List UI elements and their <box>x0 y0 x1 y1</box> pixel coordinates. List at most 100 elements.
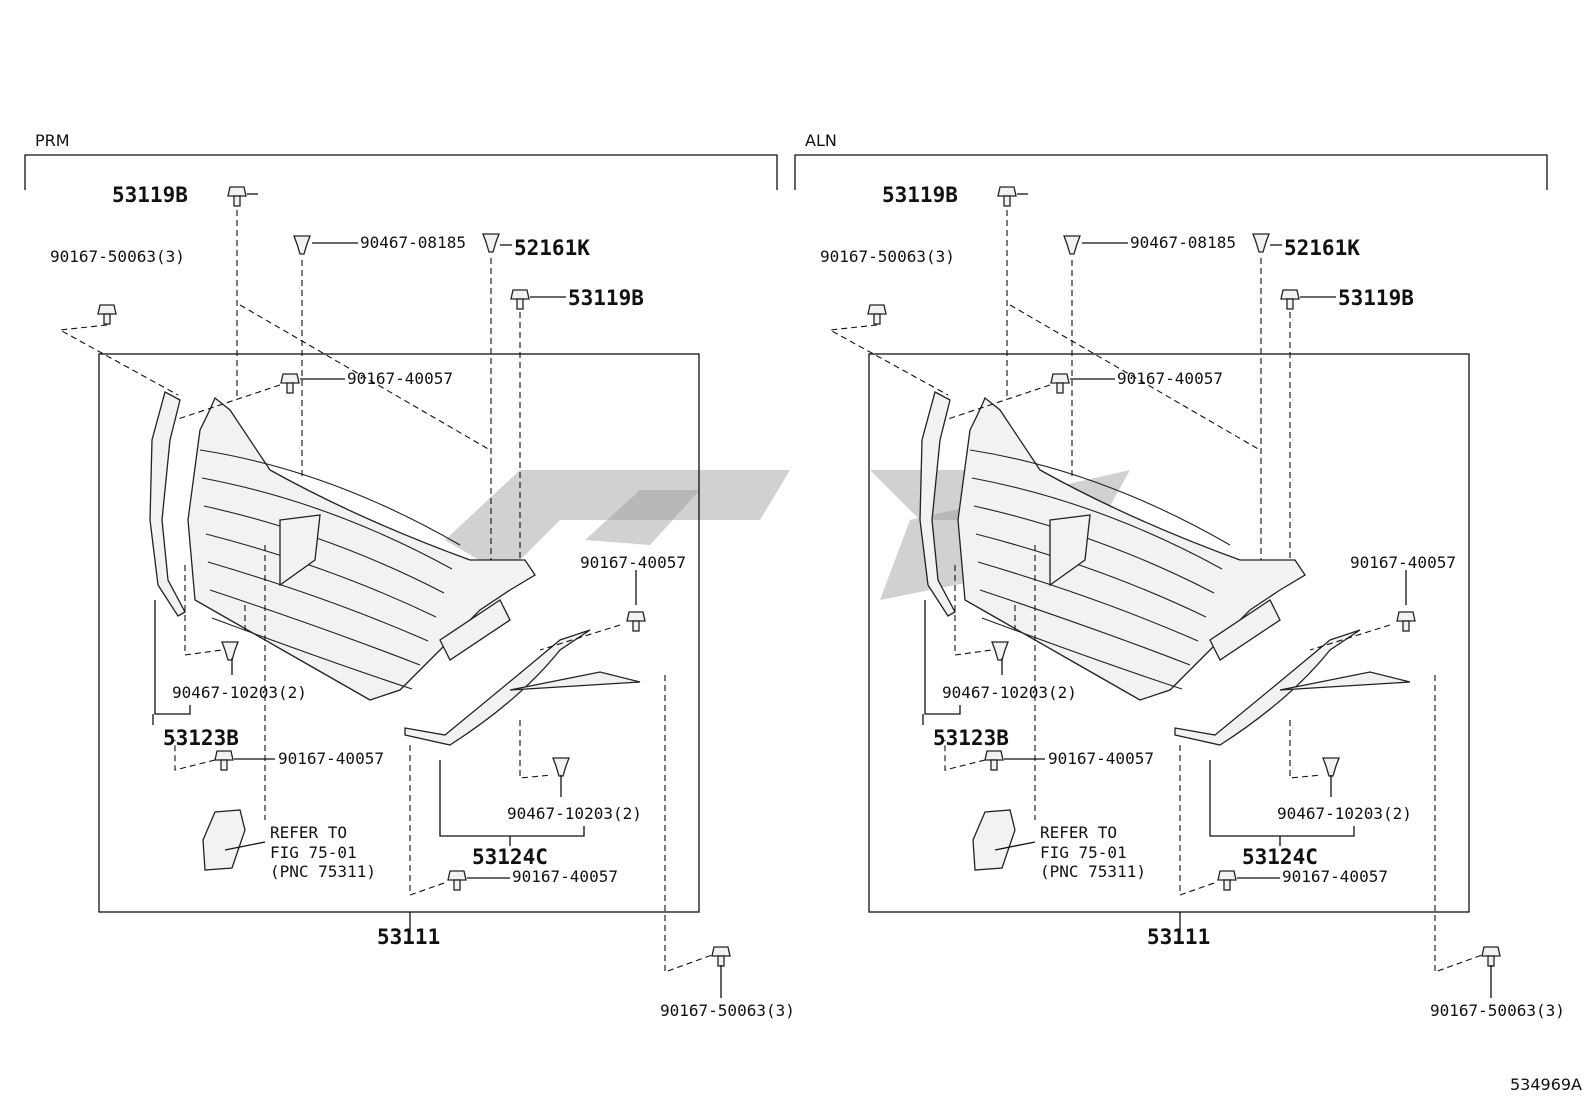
lower-molding <box>1174 629 1361 746</box>
clip-90467-10203-left <box>221 641 239 661</box>
ref-line <box>1009 304 1261 451</box>
screw-90167-40057-c-head <box>214 750 234 761</box>
bolt-53119B-top-head <box>227 186 247 197</box>
grille-bar <box>981 617 1183 690</box>
label-53124C: 53124C <box>1242 845 1318 869</box>
screw-90167-50063-top-shank <box>103 313 111 325</box>
screw-90167-40057-b-head <box>1396 611 1416 622</box>
label-90167-40057-c: 90167-40057 <box>278 749 384 768</box>
grille-frame <box>187 396 536 701</box>
screw-90167-40057-a-head <box>1050 373 1070 384</box>
grille-bar <box>209 589 421 666</box>
screw-90167-40057-b-shank <box>632 620 640 632</box>
label-53111: 53111 <box>1147 925 1210 949</box>
header-bracket <box>24 154 778 190</box>
label-53123B: 53123B <box>163 726 239 750</box>
ref-line <box>409 745 448 896</box>
bolt-53119B-right-head <box>1280 289 1300 300</box>
leader-refer <box>994 841 1036 851</box>
screw-90167-40057-d-head <box>447 870 467 881</box>
screw-90167-40057-d-shank <box>453 879 461 891</box>
refer-line1: REFER TO <box>1040 823 1117 842</box>
screw-90167-50063-bottom <box>711 946 731 967</box>
screw-90167-50063-bottom-shank <box>717 955 725 967</box>
screw-90167-40057-d <box>447 870 467 891</box>
grille-bar <box>199 449 461 546</box>
clip-90467-08185 <box>1063 235 1081 255</box>
screw-90167-50063-bottom-head <box>1481 946 1501 957</box>
leader-refer <box>224 841 266 851</box>
ref-line <box>174 740 216 771</box>
ref-line <box>519 720 553 779</box>
label-53119B-right: 53119B <box>568 286 644 310</box>
leader-53123B <box>924 600 961 715</box>
bolt-53119B-right-shank <box>516 298 524 310</box>
bolt-53119B-top-shank <box>1003 195 1011 207</box>
label-52161K: 52161K <box>514 236 590 260</box>
screw-90167-40057-c-head <box>984 750 1004 761</box>
ref-line <box>1179 745 1218 896</box>
ref-line <box>944 384 1051 421</box>
bolt-53119B-top-head <box>997 186 1017 197</box>
screw-90167-40057-c-shank <box>220 759 228 771</box>
leader-53124C <box>1209 760 1355 837</box>
leader-53123B <box>154 600 191 715</box>
label-90167-40057-a: 90167-40057 <box>347 369 453 388</box>
ref-line <box>664 675 713 973</box>
label-53119B-top: 53119B <box>112 183 188 207</box>
ref-line <box>239 304 491 451</box>
clip-90467-10203-left-body <box>991 641 1009 661</box>
bolt-53119B-right <box>510 289 530 310</box>
label-90167-50063-bottom: 90167-50063(3) <box>1430 1001 1565 1020</box>
clip-52161K-body <box>1252 233 1270 253</box>
grille-bar <box>977 561 1199 642</box>
grille-bracket <box>1209 599 1281 661</box>
figure-id: 534969A <box>1510 1075 1582 1094</box>
leader-53124C <box>439 760 585 837</box>
clip-90467-08185-body <box>1063 235 1081 255</box>
label-90167-50063-top: 90167-50063(3) <box>50 247 185 266</box>
screw-90167-40057-b <box>1396 611 1416 632</box>
grille-bracket <box>439 599 511 661</box>
label-53123B: 53123B <box>933 726 1009 750</box>
screw-90167-40057-d-head <box>1217 870 1237 881</box>
grille-bar <box>969 449 1231 546</box>
grille-bar <box>975 533 1207 618</box>
bolt-53119B-right <box>1280 289 1300 310</box>
ref-line <box>174 384 281 421</box>
grille-bar <box>203 505 445 594</box>
label-53119B-top: 53119B <box>882 183 958 207</box>
screw-90167-40057-c-shank <box>990 759 998 771</box>
screw-90167-40057-a-shank <box>1056 382 1064 394</box>
clip-52161K <box>482 233 500 253</box>
side-molding <box>149 391 186 617</box>
radiator-grille <box>957 396 1306 701</box>
bolt-53119B-top <box>997 186 1017 207</box>
clip-90467-10203-left-body <box>221 641 239 661</box>
lower-molding <box>404 629 591 746</box>
screw-90167-50063-top <box>97 304 117 325</box>
refer-line2: FIG 75-01 <box>1040 843 1127 862</box>
ref-line <box>539 624 621 651</box>
ref-line <box>58 324 179 396</box>
label-90167-50063-top: 90167-50063(3) <box>820 247 955 266</box>
screw-90167-40057-a-shank <box>286 382 294 394</box>
grille-bar <box>205 533 437 618</box>
screw-90167-40057-b-head <box>626 611 646 622</box>
screw-90167-40057-a-head <box>280 373 300 384</box>
screw-90167-50063-bottom-shank <box>1487 955 1495 967</box>
grille-bar <box>207 561 429 642</box>
label-90467-10203-left: 90467-10203(2) <box>942 683 1077 702</box>
refer-line3: (PNC 75311) <box>270 862 376 881</box>
clip-90467-10203-right <box>1322 757 1340 777</box>
screw-90167-50063-bottom-head <box>711 946 731 957</box>
grille-bar <box>201 477 453 570</box>
screw-90167-40057-c <box>984 750 1004 771</box>
bolt-53119B-right-shank <box>1286 298 1294 310</box>
clip-90467-10203-right <box>552 757 570 777</box>
ref-line <box>828 324 949 396</box>
ref-line <box>184 565 223 656</box>
grille-bar <box>973 505 1215 594</box>
